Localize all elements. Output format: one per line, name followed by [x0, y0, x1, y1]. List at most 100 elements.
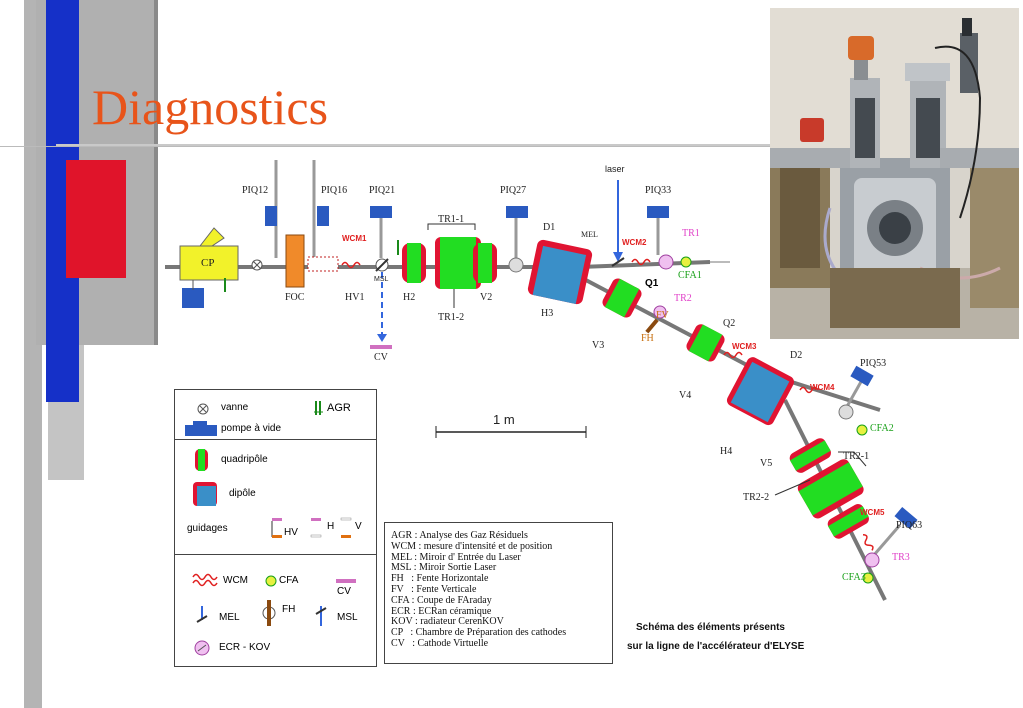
abbr-line: ECR : ECRan céramique [391, 605, 492, 617]
abbr-line: CP : Chambre de Préparation des cathodes [391, 627, 567, 639]
title-rule [56, 144, 776, 146]
d2-dipole [726, 357, 794, 426]
legend-pompe-label: pompe à vide [221, 423, 282, 434]
caption-line-1: Schéma des éléments présents [636, 622, 785, 633]
piq16-pump-icon [317, 206, 329, 226]
legend-wcm-label: WCM [223, 575, 248, 586]
label-v2: V2 [480, 292, 493, 303]
legend-icons [185, 401, 356, 656]
fv-slit-icon [645, 318, 659, 334]
wcm2-icon [631, 258, 651, 266]
label-q1: Q1 [645, 278, 659, 289]
d1-dipole [527, 239, 593, 305]
label-wcm5: WCM5 [860, 508, 885, 517]
label-laser: laser [605, 164, 625, 174]
cp-port [198, 227, 225, 247]
label-piq33: PIQ33 [645, 185, 672, 196]
legend-vanne-label: vanne [221, 402, 249, 413]
cp-chamber [179, 245, 239, 281]
wcm1-icon [341, 261, 361, 269]
label-mel: MEL [581, 230, 598, 239]
q2-quadrupole [686, 324, 725, 362]
legend-cfa-label: CFA [279, 575, 299, 586]
label-v5: V5 [760, 458, 773, 469]
label-tr1: TR1 [682, 228, 700, 239]
label-v3: V3 [592, 340, 605, 351]
label-tr2-2: TR2-2 [743, 492, 770, 503]
bar-red [66, 160, 126, 278]
msl-mirror-icon [375, 258, 389, 272]
label-foc: FOC [285, 292, 305, 303]
legend-agr-label: AGR [327, 402, 351, 414]
scale-label: 1 m [493, 412, 515, 427]
label-msl: MSL [374, 276, 389, 283]
wcm3-icon [723, 351, 743, 359]
label-piq16: PIQ16 [321, 185, 348, 196]
legend-ecr-kov-label: ECR - KOV [219, 642, 271, 653]
cfa2-icon [856, 424, 868, 436]
foc-coil [307, 256, 339, 272]
abbr-line: MEL : Miroir d' Entrée du Laser [391, 551, 521, 563]
abbr-line: MSL : Miroir Sortie Laser [391, 562, 497, 574]
label-wcm2: WCM2 [622, 238, 647, 247]
title-rule-thin [0, 146, 776, 147]
abbreviations-panel: AGR : Analyse des Gaz Résiduels WCM : me… [384, 522, 613, 664]
piq63-pump-icon [894, 506, 918, 530]
legend-v-label: V [355, 521, 362, 532]
label-h2: H2 [403, 292, 416, 303]
tr2-triplet [789, 438, 869, 539]
legend-mel-label: MEL [219, 612, 240, 623]
legend-wcm-icon [192, 573, 218, 581]
label-tr3: TR3 [892, 552, 910, 563]
page-title: Diagnostics [92, 79, 329, 135]
label-h4: H4 [720, 446, 733, 457]
cfa3-icon [862, 572, 874, 584]
abbr-line: FH : Fente Horizontale [391, 573, 489, 585]
label-cv: CV [374, 352, 388, 363]
tr3-screen-icon [864, 552, 880, 568]
label-fv: FV [656, 310, 669, 321]
piq12-pump-icon [265, 206, 277, 226]
tr1-triplet [402, 237, 497, 289]
label-cp: CP [201, 257, 215, 269]
label-hv1: HV1 [345, 292, 365, 303]
legend-h-label: H [327, 521, 335, 532]
mel-mirror-icon [611, 257, 625, 267]
label-piq12: PIQ12 [242, 185, 269, 196]
label-tr1-1: TR1-1 [438, 214, 465, 225]
legend-v-icon [340, 517, 352, 521]
label-fh: FH [641, 333, 654, 344]
label-tr2-1: TR2-1 [843, 451, 870, 462]
legend-h-icon [311, 518, 321, 521]
legend-quadripole-label: quadripôle [221, 454, 268, 465]
abbr-line: CV : Cathode Virtuelle [391, 637, 489, 649]
legend-hv-label: HV [284, 527, 298, 538]
label-piq27: PIQ27 [500, 185, 527, 196]
abbr-line: KOV : radiateur CerenKOV [391, 616, 504, 628]
wcm5-icon [862, 534, 874, 551]
abbr-line: CFA : Coupe de FAraday [391, 594, 492, 606]
caption-line-2: sur la ligne de l'accélérateur d'ELYSE [627, 641, 805, 652]
tr2-screen-icon [653, 305, 667, 319]
label-wcm4: WCM4 [810, 383, 835, 392]
piq33-pump-icon [647, 206, 669, 218]
abbr-line: WCM : mesure d'intensité et de position [391, 540, 553, 552]
legend-pump-icon [185, 425, 217, 436]
tr1-screen-icon [658, 254, 674, 270]
legend-cv-icon [336, 579, 356, 583]
tr1-1-bracket [427, 223, 476, 230]
foc-element [285, 234, 305, 288]
label-piq53: PIQ53 [860, 358, 887, 369]
label-wcm1: WCM1 [342, 234, 367, 243]
piq21-pump-icon [370, 206, 392, 218]
cp-pump-icon [182, 288, 204, 308]
abbr-line: AGR : Analyse des Gaz Résiduels [391, 530, 528, 541]
bar-edge [154, 0, 158, 345]
legend-fh-label: FH [282, 604, 296, 615]
label-wcm3: WCM3 [732, 342, 757, 351]
piq27-pump-icon [506, 206, 528, 218]
legend-cfa-icon [265, 575, 277, 587]
vacuum-chamber-photo [770, 8, 1019, 339]
legend-panel: vanne AGR pompe à vide quadripôle dipôle… [174, 389, 377, 667]
